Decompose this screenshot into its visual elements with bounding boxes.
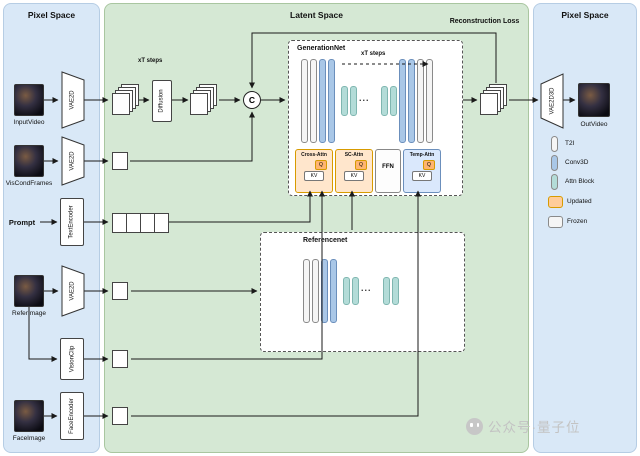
generation-net-title: GenerationNet bbox=[297, 45, 346, 52]
vae2d3d-decoder-label: VAE2D3D bbox=[549, 87, 555, 115]
reference-net-title: Referencenet bbox=[303, 237, 348, 244]
conv3d-legend-icon bbox=[551, 155, 558, 171]
out-video-label: OutVideo bbox=[580, 121, 608, 128]
conv3d-bar bbox=[328, 59, 335, 143]
t2i-bar bbox=[426, 59, 433, 143]
vision-clip-label: VisionClip bbox=[69, 345, 76, 373]
face-image-label: FaceImage bbox=[12, 435, 46, 442]
t2i-bar bbox=[303, 259, 310, 323]
conv3d-bar bbox=[321, 259, 328, 323]
sc-attn-label: SC-Attn bbox=[344, 152, 364, 158]
text-encoder-label: TextEncoder bbox=[69, 205, 76, 239]
attn-block-bar bbox=[352, 277, 359, 305]
latent-stack-noised bbox=[190, 84, 217, 115]
vae2d3d-decoder-label-wrap: VAE2D3D bbox=[541, 74, 563, 128]
attn-block-bar bbox=[383, 277, 390, 305]
pixel-space-left-title: Pixel Space bbox=[27, 10, 76, 20]
updated-legend-icon bbox=[548, 196, 563, 208]
ffn-label: FFN bbox=[382, 164, 394, 170]
kv-box: KV bbox=[344, 171, 364, 181]
reconstruction-loss-label: Reconstruction Loss bbox=[449, 18, 520, 25]
kv-box: KV bbox=[412, 171, 432, 181]
legend-frozen-label: Frozen bbox=[567, 218, 588, 225]
legend-conv3d-label: Conv3D bbox=[565, 159, 589, 166]
latent-square-viscond bbox=[112, 152, 128, 170]
vae2d-encoder-2-label: VAE2D bbox=[69, 151, 76, 171]
temp-attn-module: Temp-Attn Q KV bbox=[403, 149, 441, 193]
t2i-bar bbox=[310, 59, 317, 143]
reference-net-ellipsis: ... bbox=[361, 283, 372, 293]
refer-image-thumbnail bbox=[14, 275, 44, 307]
latent-space-title: Latent Space bbox=[290, 10, 343, 20]
face-encoder-box: FaceEncoder bbox=[60, 392, 84, 440]
pixel-space-right-title: Pixel Space bbox=[561, 10, 609, 20]
xt-steps-diffusion-label: xT steps bbox=[138, 58, 163, 64]
generation-net: GenerationNet ... xT steps Cross-Attn Q … bbox=[288, 40, 463, 196]
face-image-thumbnail bbox=[14, 400, 44, 432]
vis-cond-frames-thumbnail bbox=[14, 145, 44, 177]
qbitai-logo-icon bbox=[466, 417, 483, 435]
text-encoder-box: TextEncoder bbox=[60, 198, 84, 246]
q-box: Q bbox=[423, 160, 435, 170]
legend-updated-label: Updated bbox=[567, 198, 592, 205]
attn-block-bar bbox=[350, 86, 357, 116]
attn-block-bar bbox=[392, 277, 399, 305]
latent-square-refer bbox=[112, 282, 128, 300]
pixel-space-panel-left: Pixel Space bbox=[3, 3, 100, 453]
cross-attn-label: Cross-Attn bbox=[301, 152, 327, 158]
attn-block-bar bbox=[390, 86, 397, 116]
watermark: 公众号·量子位 bbox=[466, 416, 581, 436]
q-box: Q bbox=[315, 160, 327, 170]
kv-box: KV bbox=[304, 171, 324, 181]
latent-stack-input bbox=[112, 84, 139, 115]
sc-attn-module: SC-Attn Q KV bbox=[335, 149, 373, 193]
concat-node: C bbox=[243, 91, 261, 109]
out-video-thumbnail bbox=[578, 83, 610, 117]
watermark-text: 公众号·量子位 bbox=[488, 420, 581, 435]
attn-block-bar bbox=[381, 86, 388, 116]
face-embedding-square bbox=[112, 407, 128, 425]
t2i-bar bbox=[301, 59, 308, 143]
t2i-bar bbox=[312, 259, 319, 323]
refer-image-label: ReferImage bbox=[12, 310, 46, 317]
vae2d-encoder-2-label-wrap: VAE2D bbox=[62, 137, 84, 185]
prompt-label: Prompt bbox=[8, 218, 36, 227]
vis-cond-frames-label: VisCondFrames bbox=[5, 180, 53, 187]
vae2d-encoder-3-label: VAE2D bbox=[69, 281, 76, 301]
conv3d-bar bbox=[399, 59, 406, 143]
clip-embedding-square bbox=[112, 350, 128, 368]
vae2d-encoder-1-label-wrap: VAE2D bbox=[62, 72, 84, 128]
input-video-label: InputVideo bbox=[13, 119, 45, 126]
generation-net-xt-steps-label: xT steps bbox=[361, 51, 386, 57]
diffusion-box: Diffusion bbox=[152, 80, 172, 122]
vision-clip-box: VisionClip bbox=[60, 338, 84, 380]
attn-block-bar bbox=[341, 86, 348, 116]
ffn-module: FFN bbox=[375, 149, 401, 193]
attn-block-bar bbox=[343, 277, 350, 305]
diffusion-label: Diffusion bbox=[159, 89, 165, 113]
legend-attn-block-label: Attn Block bbox=[565, 178, 595, 185]
t2i-bar bbox=[417, 59, 424, 143]
conv3d-bar bbox=[408, 59, 415, 143]
conv3d-bar bbox=[330, 259, 337, 323]
legend-t2i-label: T2I bbox=[565, 140, 575, 147]
text-embedding-tiles bbox=[112, 213, 169, 233]
conv3d-bar bbox=[319, 59, 326, 143]
generation-net-ellipsis: ... bbox=[359, 93, 370, 103]
frozen-legend-icon bbox=[548, 216, 563, 228]
q-box: Q bbox=[355, 160, 367, 170]
temp-attn-label: Temp-Attn bbox=[409, 152, 435, 158]
input-video-thumbnail bbox=[14, 84, 44, 116]
reference-net: Referencenet ... bbox=[260, 232, 465, 352]
attn-block-legend-icon bbox=[551, 174, 558, 190]
vae2d-encoder-3-label-wrap: VAE2D bbox=[62, 266, 84, 316]
vae2d-encoder-1-label: VAE2D bbox=[69, 90, 76, 110]
face-encoder-label: FaceEncoder bbox=[69, 398, 75, 434]
cross-attn-module: Cross-Attn Q KV bbox=[295, 149, 333, 193]
latent-stack-output bbox=[480, 84, 507, 115]
pixel-space-panel-right: Pixel Space bbox=[533, 3, 637, 453]
t2i-legend-icon bbox=[551, 136, 558, 152]
